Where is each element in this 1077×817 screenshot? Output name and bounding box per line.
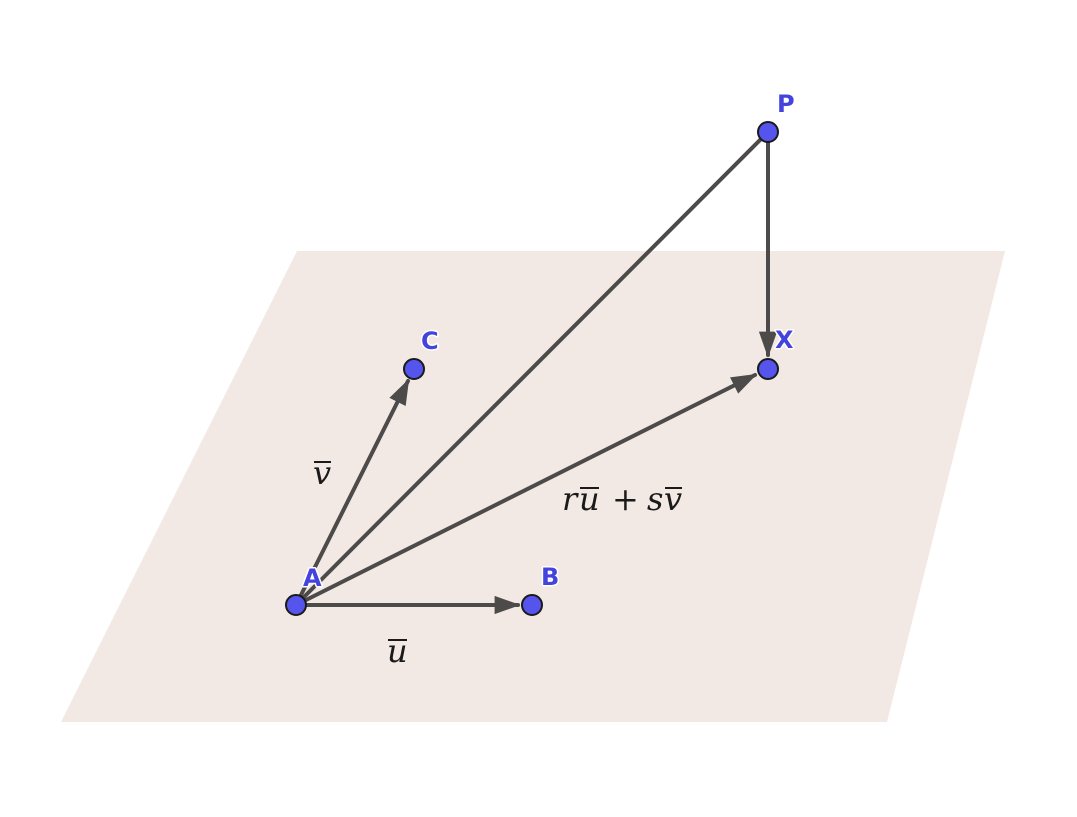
- label-vector-v-letter: v: [313, 454, 331, 492]
- label-vector-u-letter: u: [387, 632, 408, 670]
- vector-a-x: [294, 373, 758, 607]
- label-combo-r: r: [562, 480, 579, 518]
- label-linear-combination: r u + s v: [562, 480, 682, 518]
- label-point-x: X: [775, 326, 794, 354]
- label-point-a: A: [303, 564, 322, 592]
- label-combo-v: v: [664, 480, 682, 518]
- label-point-p: P: [777, 90, 795, 118]
- point-c[interactable]: [403, 358, 425, 380]
- label-point-c: C: [421, 327, 439, 355]
- label-vector-u: u: [387, 632, 408, 670]
- label-vector-v: v: [313, 454, 331, 492]
- point-p[interactable]: [757, 121, 779, 143]
- label-combo-u: u: [579, 480, 600, 518]
- point-a[interactable]: [285, 594, 307, 616]
- label-combo-s: s: [647, 480, 663, 518]
- vector-a-c: [294, 378, 410, 607]
- label-point-b: B: [541, 563, 559, 591]
- label-combo-plus: +: [612, 480, 639, 518]
- point-b[interactable]: [521, 594, 543, 616]
- segment-a-p: [294, 130, 770, 607]
- point-x[interactable]: [757, 358, 779, 380]
